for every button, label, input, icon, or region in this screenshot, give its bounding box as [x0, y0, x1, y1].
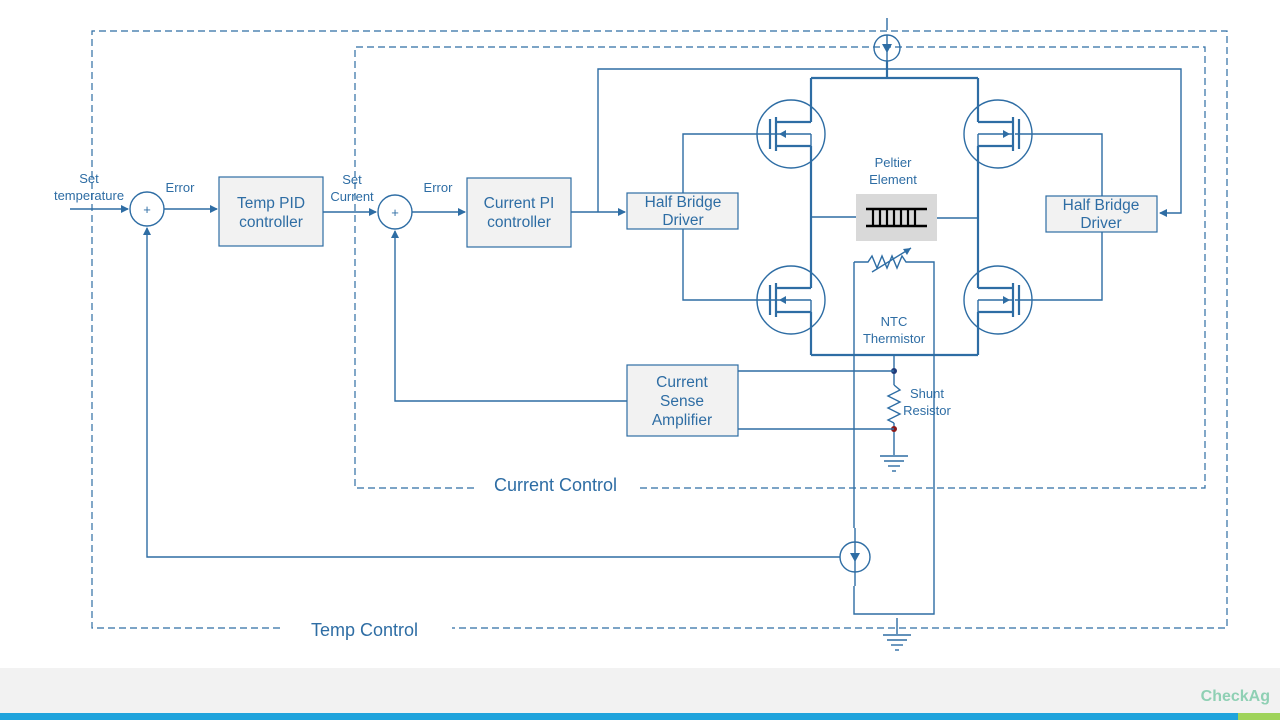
ntc-label: NTC: [881, 314, 908, 329]
footer-bar-accent: [1238, 713, 1280, 720]
temp-error-label: Error: [166, 180, 196, 195]
temp-pid-controller-block: [218, 176, 324, 247]
right-driver-gate-top: [1015, 133, 1103, 196]
half-bridge-driver-left-label: Half Bridge: [645, 194, 722, 211]
temp-feedback-line: [143, 227, 840, 558]
shunt-resistor-icon: [886, 384, 902, 424]
temp-pid-label-2: controller: [239, 214, 303, 231]
control-diagram: Temp Control Current Control Set tempera…: [54, 18, 1228, 651]
ntc-label-2: Thermistor: [863, 331, 926, 346]
pi-to-right-driver-line: [597, 68, 1182, 217]
left-driver-gate-top: [682, 133, 776, 193]
half-bridge-driver-right-label: Half Bridge: [1063, 197, 1140, 214]
left-driver-gate-bottom: [682, 229, 776, 301]
current-control-group: [354, 46, 1206, 489]
half-bridge-driver-right-label-2: Driver: [1080, 215, 1121, 232]
summing-junction-current-symbol: +: [391, 205, 399, 220]
summing-junction-temp-symbol: +: [143, 202, 151, 217]
peltier-label-2: Element: [869, 172, 917, 187]
peltier-element-icon: [856, 194, 937, 241]
set-current-label-2: Current: [330, 189, 374, 204]
current-pi-label-2: controller: [487, 214, 551, 231]
set-temperature-label: Set: [79, 171, 99, 186]
peltier-label: Peltier: [875, 155, 913, 170]
ntc-right-lead: [853, 261, 935, 615]
current-sense-amplifier-label-2: Sense: [660, 393, 704, 410]
shunt-label: Shunt: [910, 386, 944, 401]
current-control-label: Current Control: [494, 475, 617, 495]
current-error-label: Error: [424, 180, 454, 195]
footer-band: [0, 668, 1280, 713]
right-driver-gate-bottom: [1015, 232, 1103, 301]
temp-sensor-source-icon: [839, 528, 871, 586]
current-pi-label: Current PI: [484, 195, 555, 212]
current-sense-amplifier-label: Current: [656, 374, 708, 391]
set-current-label: Set: [342, 172, 362, 187]
half-bridge-driver-left-label-2: Driver: [662, 212, 703, 229]
brand-logo: CheckAg: [1200, 688, 1270, 705]
temp-pid-label: Temp PID: [237, 195, 305, 212]
half-bridge-driver-right-block: [1045, 195, 1158, 233]
current-feedback-line: [391, 230, 627, 402]
footer-bar: [0, 713, 1238, 720]
current-pi-controller-block: [466, 177, 572, 248]
current-sense-amplifier-label-3: Amplifier: [652, 412, 712, 429]
set-temperature-label-2: temperature: [54, 188, 124, 203]
shunt-label-2: Resistor: [903, 403, 951, 418]
ntc-thermistor-icon: [854, 247, 919, 273]
temp-control-label: Temp Control: [311, 620, 418, 640]
shunt-ground-icon: [879, 455, 909, 472]
bottom-ground-icon: [882, 634, 912, 651]
temp-control-group: [91, 30, 1228, 629]
supply-current-sensor: [873, 34, 901, 62]
